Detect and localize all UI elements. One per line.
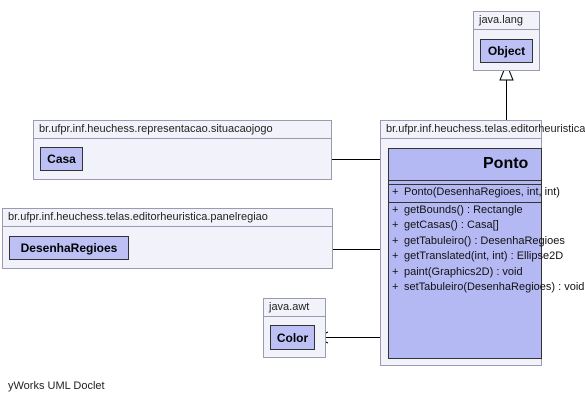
visibility-marker: + [392, 250, 399, 262]
class-ponto-method: + getCasas() : Casa[] [389, 218, 541, 234]
class-object[interactable]: Object [480, 39, 533, 63]
package-tab-java-awt: java.awt [263, 298, 326, 317]
class-ponto-method: + getTabuleiro() : DesenhaRegioes [389, 234, 565, 250]
member-signature: getTabuleiro() : DesenhaRegioes [404, 234, 565, 247]
package-label-panelregiao: br.ufpr.inf.heuchess.telas.editorheurist… [8, 211, 268, 223]
member-signature: setTabuleiro(DesenhaRegioes) : void [404, 281, 585, 293]
generator-credit: yWorks UML Doclet [8, 380, 105, 392]
class-ponto-method: + getBounds() : Rectangle [389, 203, 541, 219]
class-casa[interactable]: Casa [40, 147, 83, 171]
package-label-java-awt: java.awt [269, 301, 310, 313]
member-signature: getCasas() : Casa[] [404, 219, 499, 231]
visibility-marker: + [392, 186, 399, 198]
member-signature: getBounds() : Rectangle [404, 203, 523, 216]
visibility-marker: + [392, 265, 399, 278]
member-signature: getTranslated(int, int) : Ellipse2D [404, 250, 564, 262]
package-tab-java-lang: java.lang [473, 11, 540, 30]
visibility-marker: + [392, 234, 399, 247]
class-color-label: Color [276, 330, 309, 345]
class-ponto-method: + paint(Graphics2D) : void [389, 265, 541, 281]
package-label-java-lang: java.lang [479, 14, 524, 26]
package-tab-situacaojogo: br.ufpr.inf.heuchess.representacao.situa… [33, 120, 332, 139]
package-tab-panelregiao: br.ufpr.inf.heuchess.telas.editorheurist… [2, 208, 333, 227]
member-signature: paint(Graphics2D) : void [404, 265, 523, 278]
class-object-label: Object [487, 44, 526, 58]
package-label-situacaojogo: br.ufpr.inf.heuchess.representacao.situa… [39, 123, 273, 135]
constructor-divider [389, 201, 541, 203]
visibility-marker: + [392, 281, 399, 293]
package-tab-telas: br.ufpr.inf.heuchess.telas.editorheurist… [380, 120, 585, 139]
uml-diagram: java.lang Object br.ufpr.inf.heuchess.re… [2, 11, 585, 392]
class-ponto-title: Ponto [389, 149, 541, 181]
class-desenharegioes-label: DesenhaRegioes [20, 241, 118, 255]
class-casa-label: Casa [47, 152, 76, 166]
generalization-arrowhead [499, 62, 514, 81]
class-ponto-constructor: + Ponto(DesenhaRegioes, int, int) [389, 185, 560, 201]
member-signature: Ponto(DesenhaRegioes, int, int) [404, 186, 560, 198]
class-ponto-method: + setTabuleiro(DesenhaRegioes) : void [389, 280, 584, 296]
class-ponto-attributes [389, 181, 541, 185]
class-ponto[interactable]: Ponto + Ponto(DesenhaRegioes, int, int) +… [388, 148, 584, 359]
visibility-marker: + [392, 219, 399, 231]
package-label-telas: br.ufpr.inf.heuchess.telas.editorheurist… [386, 123, 585, 135]
class-desenharegioes[interactable]: DesenhaRegioes [9, 236, 129, 260]
class-ponto-method: + getTranslated(int, int) : Ellipse2D [389, 249, 563, 265]
class-color[interactable]: Color [270, 325, 315, 350]
visibility-marker: + [392, 203, 399, 216]
